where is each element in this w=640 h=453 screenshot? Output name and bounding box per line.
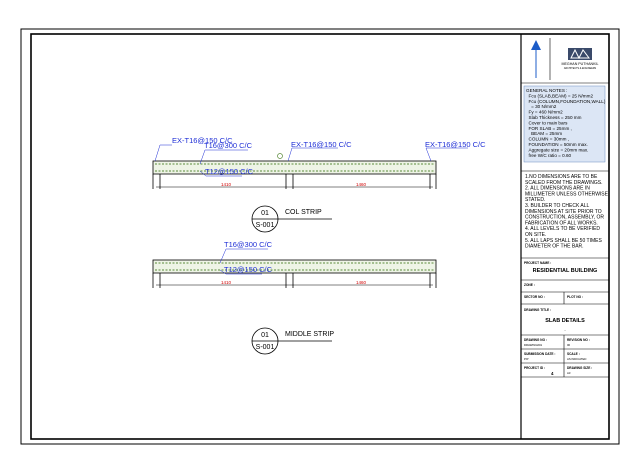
zone-label: ZONE : xyxy=(524,283,535,287)
mid-ref-bottom: S-001 xyxy=(256,344,275,351)
notes-text-line: SCALED FROM THE DRAWINGS. xyxy=(525,180,603,186)
notes-text-line: CONSTRUCTION, ASSEMBLY, OR xyxy=(525,215,604,221)
revision-label: REVISION NO : xyxy=(567,338,590,342)
drawing-size-label: DRAWING SIZE : xyxy=(567,366,592,370)
notes-text-line: MILLIMETER UNLESS OTHERWISE xyxy=(525,191,609,197)
col-strip-section: 1410 1460 EX-T16@150 C/C T16@300 C/C EX-… xyxy=(152,136,486,233)
col-label-ex-mid: EX-T16@150 C/C xyxy=(291,140,352,149)
title-block: MEGHAN PUTHANKIL ARCHITECTS & ENGINEERS … xyxy=(521,38,609,378)
mid-label-top: T16@300 C/C xyxy=(224,240,273,249)
scale-label: SCALE : xyxy=(567,352,580,356)
scale: AS INDICATED xyxy=(567,357,586,361)
gn-text-line: Aggregate size = 20mm max. xyxy=(526,147,588,152)
drawing-title: SLAB DETAILS xyxy=(545,318,585,324)
gn-text-line: GENERAL NOTES : xyxy=(526,88,567,93)
notes-text-line: 4. ALL LEVELS TO BE VERIFIED xyxy=(525,226,600,232)
mid-dim-1: 1410 xyxy=(221,280,232,285)
submission: P/P xyxy=(524,357,529,361)
gn-text-line: free W/C ratio = 0.60 xyxy=(526,153,572,158)
col-label-bottom: T12@150 C/C xyxy=(205,167,254,176)
project-id-label: PROJECT ID : xyxy=(524,366,545,370)
logo-sub: ARCHITECTS & ENGINEERS xyxy=(564,67,597,70)
drawing-title-label: DRAWING TITLE : xyxy=(524,308,551,312)
sector-label: SECTOR NO : xyxy=(524,295,545,299)
general-notes-box xyxy=(523,85,606,163)
company-logo: MEGHAN PUTHANKIL ARCHITECTS & ENGINEERS xyxy=(562,48,599,70)
inner-border xyxy=(30,33,610,440)
col-ref-top: 01 xyxy=(261,210,269,217)
notes-text-line: 2. ALL DIMENSIONS ARE IN xyxy=(525,186,590,192)
drawing-no: DRAWING#01 xyxy=(524,343,543,347)
logo-name: MEGHAN PUTHANKIL xyxy=(562,62,599,66)
submission-label: SUBMISSION DATE : xyxy=(524,352,555,356)
gn-text-line: FOUNDATION = 50mm max. xyxy=(526,142,588,147)
revision: 00 xyxy=(567,343,571,347)
col-strip-slab xyxy=(152,160,437,175)
notes-text-line: ON SITE. xyxy=(525,232,546,238)
col-dim-2: 1460 xyxy=(356,182,367,187)
col-label-ex-right: EX-T16@150 C/C xyxy=(425,140,486,149)
general-notes-text: GENERAL NOTES : Fcu (SLAB,BEAM) = 25 N/m… xyxy=(526,88,606,158)
middle-strip-title: MIDDLE STRIP xyxy=(285,331,334,338)
mid-dim-2: 1460 xyxy=(356,280,367,285)
notes-text-line: STATED. xyxy=(525,197,545,203)
notes-text-line: DIMENSIONS AT SITE PRIOR TO xyxy=(525,209,602,215)
project-id: 4 xyxy=(551,371,554,376)
gn-text-line: Fy = 460 N/mm2 xyxy=(526,110,563,115)
notes-text-line: 3. BUILDER TO CHECK ALL xyxy=(525,203,590,209)
notes-text-line: 1.NO DIMENSIONS ARE TO BE xyxy=(525,174,598,180)
gn-text-line: BEAM = 25mm xyxy=(526,131,562,136)
gn-text-line: FOR SLAB = 25mm , xyxy=(526,126,572,131)
project-name: RESIDENTIAL BUILDING xyxy=(533,268,598,274)
project-name-label: PROJECT NAME : xyxy=(524,261,551,265)
drawing-title-sub: - xyxy=(564,327,566,332)
drawing-size: A3 xyxy=(567,371,571,375)
col-label-top-mid: T16@300 C/C xyxy=(204,141,253,150)
gn-text-line: Cover to main bars xyxy=(526,120,568,125)
middle-strip-section: 1410 1460 T16@300 C/C T12@150 C/C 01 S-0… xyxy=(152,240,437,355)
gn-text-line: = 30 N/mm2 xyxy=(526,104,557,109)
col-ref-bottom: S-001 xyxy=(256,222,275,229)
col-dim-1: 1410 xyxy=(221,182,232,187)
outer-border xyxy=(20,28,620,445)
mid-label-bottom: T12@150 C/C xyxy=(224,265,273,274)
col-strip-title: COL STRIP xyxy=(285,209,322,216)
notes-text-line: DIAMETER OF THE BAR. xyxy=(525,244,584,250)
plot-label: PLOT NO : xyxy=(567,295,583,299)
notes-text-line: FABRICATION OF ALL WORKS. xyxy=(525,220,598,226)
gn-text-line: Fcu (COLUMN,FOUNDATION,WALL) xyxy=(526,99,606,104)
middle-strip-slab xyxy=(152,259,437,274)
notes-text-line: 5. ALL LAPS SHALL BE 50 TIMES xyxy=(525,238,602,244)
mid-ref-top: 01 xyxy=(261,332,269,339)
gn-text-line: Slab Thickness = 250 mm xyxy=(526,115,582,120)
gn-text-line: COLUMN = 30mm , xyxy=(526,137,569,142)
gn-text-line: Fcu (SLAB,BEAM) = 25 N/mm2 xyxy=(526,93,593,98)
drawing-no-label: DRAWING NO : xyxy=(524,338,547,342)
col-label-ex-left: EX-T16@150 C/C xyxy=(172,136,233,145)
